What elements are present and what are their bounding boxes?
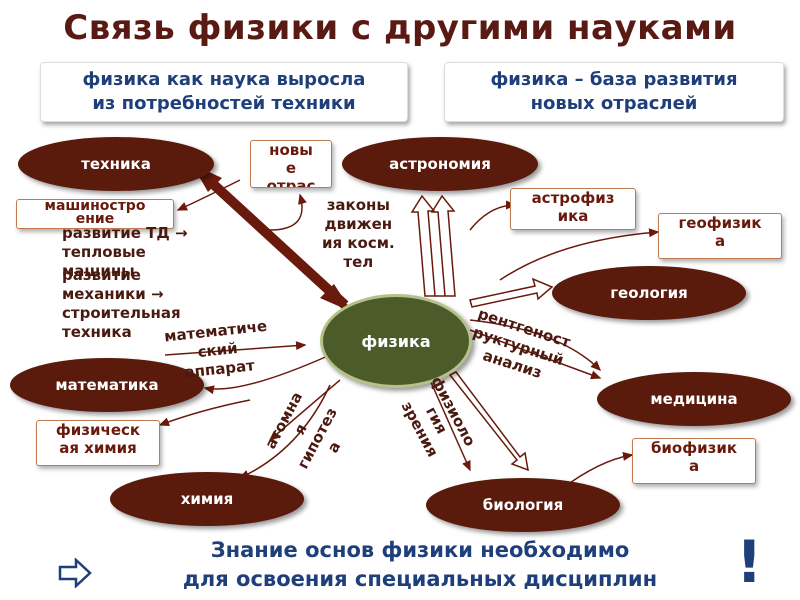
label-razvitie-mehaniki: развитие механики → строительная техника: [62, 266, 181, 341]
box-geofizika[interactable]: геофизик а: [658, 213, 782, 259]
arrow-mat-apparat: [164, 341, 307, 356]
footer-text: Знание основ физики необходимо для освое…: [100, 536, 740, 594]
footer-line: Знание основ физики необходимо для освое…: [182, 538, 658, 591]
double-arrow-geologiya: [469, 277, 554, 308]
oval-himiya[interactable]: химия: [110, 472, 304, 526]
banner-left-text: физика как наука выросла из потребностей…: [82, 69, 366, 114]
arrow-to-mashinostroenie: [176, 179, 241, 211]
page-title: Связь физики с другими науками: [63, 8, 737, 48]
banner-right: физика – база развития новых отраслей: [444, 62, 784, 122]
oval-biologiya[interactable]: биология: [426, 478, 620, 532]
arrow-to-geofizika: [499, 228, 660, 281]
box-mashinostroenie[interactable]: машинострo ение: [16, 199, 174, 229]
box-fizicheskaya-himiya[interactable]: физическ ая химия: [36, 420, 160, 466]
oval-tehnika[interactable]: техника: [18, 137, 214, 191]
arrow-to-matematika: [203, 354, 331, 395]
oval-geologiya[interactable]: геология: [552, 266, 746, 320]
box-biofizika[interactable]: биофизик а: [632, 438, 756, 484]
banner-left: физика как наука выросла из потребностей…: [40, 62, 408, 122]
label-razvitie-td: развитие ТД → тепловые машины: [62, 224, 188, 280]
arrow-fiziologiya: [429, 379, 471, 472]
arrow-tehnika-fizika: [196, 168, 349, 309]
banner-right-text: физика – база развития новых отраслей: [490, 69, 738, 114]
arrow-rentgen: [469, 329, 602, 380]
double-arrow-astronomiya: [410, 194, 456, 297]
arrowhead-fizika: [320, 284, 352, 312]
oval-astronomiya[interactable]: астрономия: [342, 137, 538, 191]
box-astrofizika[interactable]: астрофиз ика: [510, 188, 636, 230]
label-zakony: законы движен ия косм. тел: [322, 196, 395, 271]
arrow-to-astrofizika: [469, 200, 517, 231]
exclamation-mark: !: [736, 528, 763, 596]
right-arrow-icon: [58, 558, 92, 588]
arrow-to-novye-otrasli: [269, 193, 307, 231]
box-novye-otrasli[interactable]: новы е отрас ли: [250, 140, 332, 188]
oval-meditsina[interactable]: медицина: [597, 372, 791, 426]
label-mat-apparat: математиче ский аппарат: [163, 316, 268, 382]
oval-matematika[interactable]: математика: [10, 358, 204, 412]
oval-fizika[interactable]: физика: [320, 294, 472, 388]
double-arrow-biologiya: [448, 371, 529, 472]
arrow-to-himiya: [238, 384, 331, 479]
arrow-to-meditsina: [469, 319, 602, 372]
arrow-to-fiz-himiya: [158, 399, 251, 427]
